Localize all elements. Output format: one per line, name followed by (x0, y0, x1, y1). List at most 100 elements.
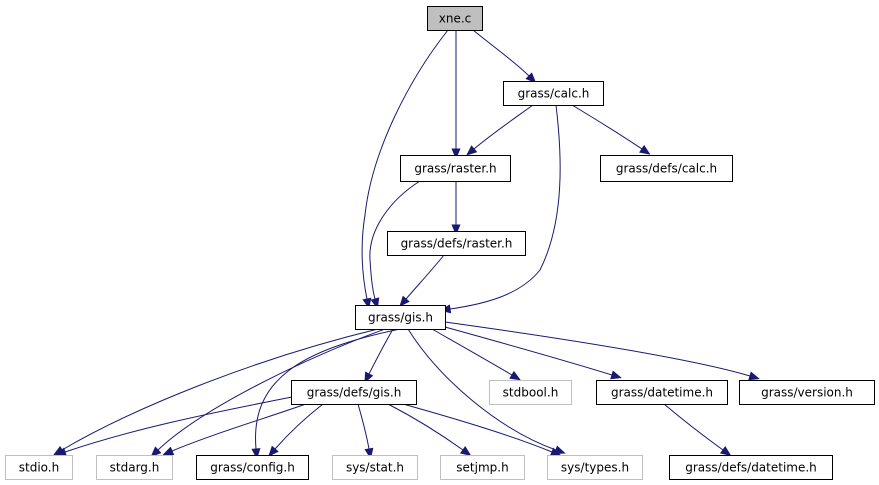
edge-grass-defs-gis-h-to-sys-types-h (402, 403, 562, 457)
edge-line (387, 403, 464, 451)
node-grass-raster-h[interactable]: grass/raster.h (400, 155, 511, 182)
node-grass-defs-datetime-h[interactable]: grass/defs/datetime.h (669, 455, 833, 480)
node-grass-config-h[interactable]: grass/config.h (196, 455, 309, 480)
node-sys-stat-h[interactable]: sys/stat.h (332, 455, 418, 480)
node-label: grass/defs/calc.h (616, 162, 717, 176)
node-box (669, 455, 833, 480)
node-stdio-h[interactable]: stdio.h (5, 455, 73, 480)
node-box (355, 305, 446, 330)
node-label: grass/raster.h (414, 162, 496, 176)
arrow-head (399, 295, 410, 307)
arrow-head (451, 148, 461, 160)
edge-line (369, 180, 421, 300)
node-box (503, 81, 604, 106)
node-label: xne.c (439, 12, 472, 26)
node-box (196, 455, 309, 480)
edge-line (472, 29, 530, 77)
node-label: sys/stat.h (346, 461, 404, 475)
edge-grass-defs-gis-h-to-stdio-h (55, 396, 293, 457)
edge-line (64, 396, 293, 453)
node-box (739, 380, 875, 405)
edge-line (361, 29, 449, 300)
arrow-head (268, 445, 279, 457)
edge-line (449, 104, 561, 310)
node-box (547, 455, 643, 480)
node-label: setjmp.h (456, 461, 508, 475)
node-label: grass/defs/datetime.h (685, 461, 817, 475)
edge-grass-gis-h-to-grass-defs-gis-h (364, 328, 394, 384)
node-label: grass/gis.h (368, 311, 433, 325)
node-grass-datetime-h[interactable]: grass/datetime.h (596, 380, 728, 405)
edge-grass-defs-gis-h-to-setjmp-h (387, 403, 472, 456)
node-grass-defs-gis-h[interactable]: grass/defs/gis.h (291, 380, 417, 405)
node-label: grass/defs/raster.h (401, 237, 513, 251)
node-box (5, 455, 73, 480)
node-box (96, 455, 173, 480)
edge-line (368, 328, 394, 375)
node-label: stdarg.h (110, 461, 160, 475)
edge-line (405, 254, 445, 300)
arrow-head (162, 446, 175, 456)
node-grass-defs-raster-h[interactable]: grass/defs/raster.h (387, 231, 526, 256)
arrow-head (639, 144, 651, 155)
node-box (440, 455, 525, 480)
node-label: grass/defs/gis.h (307, 386, 402, 400)
edge-grass-gis-h-to-grass-datetime-h (444, 326, 622, 380)
arrow-head (451, 224, 461, 236)
node-label: grass/calc.h (518, 87, 590, 101)
node-stdbool-h[interactable]: stdbool.h (489, 380, 572, 405)
edge-line (407, 328, 557, 451)
node-label: grass/datetime.h (611, 386, 713, 400)
edge-grass-gis-h-to-grass-version-h (444, 321, 760, 381)
nodes-layer: xne.c grass/calc.h grass/raster.h grass/def… (5, 6, 875, 480)
node-label: grass/version.h (761, 386, 853, 400)
edge-line (571, 104, 643, 150)
node-box (489, 380, 572, 405)
arrow-head (251, 448, 261, 460)
edge-line (171, 403, 307, 452)
edge-grass-raster-h-to-grass-defs-raster-h (451, 181, 461, 236)
node-box (332, 455, 418, 480)
node-label: sys/types.h (561, 461, 629, 475)
node-grass-defs-calc-h[interactable]: grass/defs/calc.h (600, 155, 733, 182)
arrow-head (748, 371, 760, 381)
node-grass-gis-h[interactable]: grass/gis.h (355, 305, 446, 330)
edge-line (61, 328, 379, 451)
edge-grass-defs-raster-h-to-grass-gis-h (399, 254, 445, 307)
edge-grass-gis-h-to-grass-config-h (251, 328, 401, 460)
edge-grass-gis-h-to-stdbool-h (431, 328, 521, 381)
edge-line (357, 403, 370, 450)
arrow-head (150, 446, 162, 458)
edge-grass-calc-h-to-grass-defs-calc-h (571, 104, 651, 155)
arrow-head (459, 446, 472, 456)
node-label: stdio.h (19, 461, 59, 475)
edge-line (663, 403, 724, 451)
edge-grass-defs-gis-h-to-stdarg-h (162, 403, 307, 456)
edge-xne-c-to-grass-calc-h (472, 29, 537, 84)
edge-grass-defs-gis-h-to-sys-stat-h (357, 403, 374, 460)
edge-line (473, 104, 534, 150)
node-box (400, 155, 511, 182)
node-grass-version-h[interactable]: grass/version.h (739, 380, 875, 405)
node-box (427, 6, 483, 31)
node-setjmp-h[interactable]: setjmp.h (440, 455, 525, 480)
edge-line (444, 326, 613, 376)
node-grass-calc-h[interactable]: grass/calc.h (503, 81, 604, 106)
node-stdarg-h[interactable]: stdarg.h (96, 455, 173, 480)
edge-grass-datetime-h-to-grass-defs-datetime-h (663, 403, 732, 457)
arrow-head (719, 446, 732, 457)
edge-grass-calc-h-to-grass-raster-h (466, 104, 534, 156)
node-box (596, 380, 728, 405)
edges-layer (53, 29, 760, 460)
node-box (387, 231, 526, 256)
arrow-head (466, 145, 478, 156)
node-xne-c[interactable]: xne.c (427, 6, 483, 31)
node-label: stdbool.h (503, 386, 559, 400)
edge-line (444, 321, 751, 377)
edge-line (255, 328, 401, 450)
node-sys-types-h[interactable]: sys/types.h (547, 455, 643, 480)
node-box (600, 155, 733, 182)
node-label: grass/config.h (210, 461, 295, 475)
arrow-head (525, 72, 537, 84)
